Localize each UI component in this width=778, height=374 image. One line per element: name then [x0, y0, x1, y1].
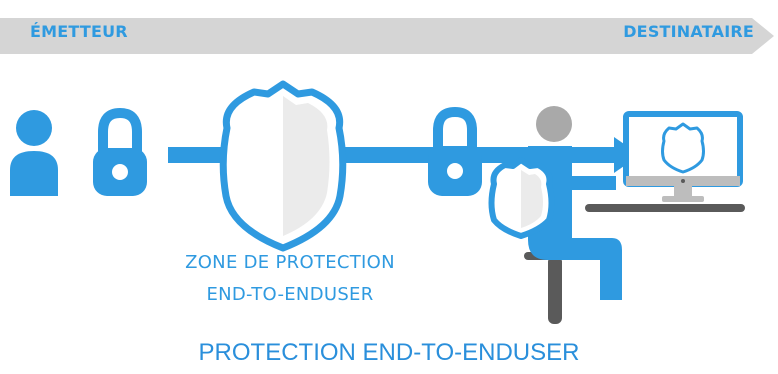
padlock-icon	[93, 113, 147, 196]
zone-label-line2: END-TO-ENDUSER	[60, 284, 520, 305]
padlock-icon	[428, 112, 482, 196]
recipient-label: DESTINATAIRE	[623, 22, 754, 41]
user-icon	[10, 110, 58, 196]
zone-label-line1: ZONE DE PROTECTION	[60, 252, 520, 273]
desk	[585, 204, 745, 212]
sender-label: ÉMETTEUR	[30, 22, 128, 41]
monitor-icon	[626, 114, 740, 202]
diagram-caption: PROTECTION END-TO-ENDUSER	[0, 339, 778, 367]
shield-icon	[223, 84, 343, 248]
monitor-shield-icon	[663, 124, 704, 172]
